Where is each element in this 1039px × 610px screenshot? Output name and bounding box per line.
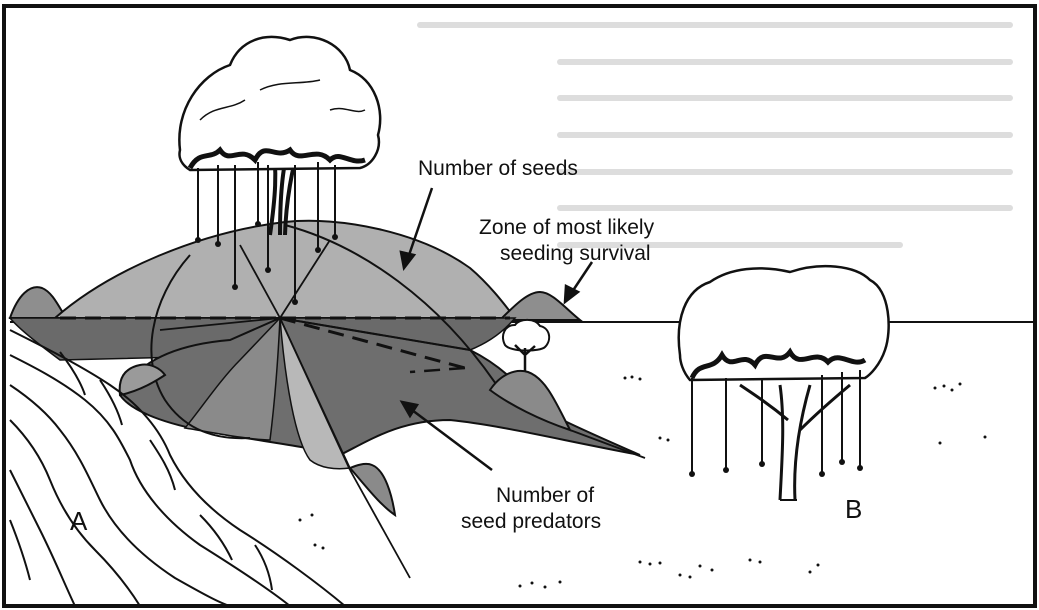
tree-a-label: A <box>70 506 88 536</box>
tree-b-label: B <box>845 494 862 524</box>
predators-label-line1: Number of <box>496 484 594 507</box>
seeds-label: Number of seeds <box>418 157 578 180</box>
survival-zone-label-line2: seeding survival <box>500 242 651 265</box>
survival-zone-label-line1: Zone of most likely <box>479 216 655 239</box>
predators-label-line2: seed predators <box>461 510 601 533</box>
